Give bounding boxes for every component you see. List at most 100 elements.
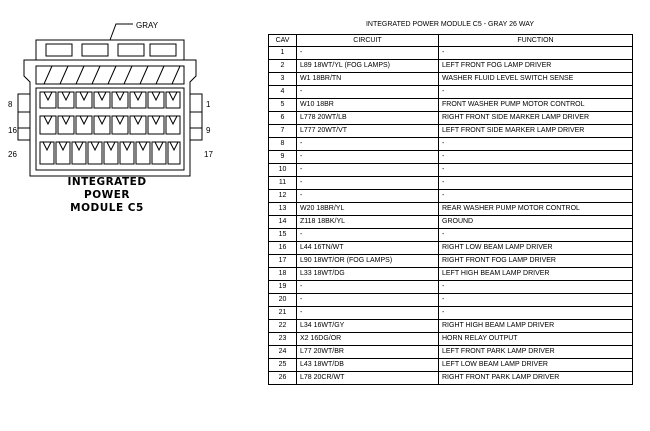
cell-cav: 2 [268, 59, 297, 73]
table-row: 11-- [268, 176, 633, 190]
table-row: 19-- [268, 280, 633, 294]
cell-function: - [438, 85, 633, 99]
cell-circuit: X2 16DG/OR [296, 332, 439, 346]
cell-circuit: - [296, 293, 439, 307]
table-row: 4-- [268, 85, 633, 99]
pin-label-9: 9 [206, 126, 211, 135]
cell-cav: 6 [268, 111, 297, 125]
cell-circuit: - [296, 150, 439, 164]
cavity-block [35, 87, 185, 171]
table-row: 15-- [268, 228, 633, 242]
cell-function: - [438, 228, 633, 242]
table-row: 21-- [268, 306, 633, 320]
cell-function: LEFT HIGH BEAM LAMP DRIVER [438, 267, 633, 281]
cell-circuit: L77 20WT/BR [296, 345, 439, 359]
cell-function: LEFT FRONT FOG LAMP DRIVER [438, 59, 633, 73]
cell-function: RIGHT LOW BEAM LAMP DRIVER [438, 241, 633, 255]
cell-circuit: - [296, 280, 439, 294]
cell-circuit: L44 16TN/WT [296, 241, 439, 255]
cell-cav: 5 [268, 98, 297, 112]
cell-cav: 17 [268, 254, 297, 268]
cell-cav: 12 [268, 189, 297, 203]
cell-function: HORN RELAY OUTPUT [438, 332, 633, 346]
cell-cav: 4 [268, 85, 297, 99]
cell-circuit: - [296, 163, 439, 177]
cell-function: - [438, 280, 633, 294]
cell-circuit: Z118 18BK/YL [296, 215, 439, 229]
cell-function: FRONT WASHER PUMP MOTOR CONTROL [438, 98, 633, 112]
pin-label-16: 16 [8, 126, 17, 135]
cell-cav: 7 [268, 124, 297, 138]
cell-circuit: - [296, 46, 439, 60]
cell-function: - [438, 137, 633, 151]
cell-function: LEFT LOW BEAM LAMP DRIVER [438, 358, 633, 372]
cell-circuit: L78 20CR/WT [296, 371, 439, 385]
caption-line-2: POWER [84, 189, 130, 201]
gray-leader-line [109, 23, 133, 41]
cell-function: - [438, 150, 633, 164]
caption-line-1: INTEGRATED [67, 176, 147, 188]
cell-circuit: - [296, 85, 439, 99]
pin-label-17: 17 [204, 150, 213, 159]
cell-cav: 26 [268, 371, 297, 385]
cell-function: - [438, 46, 633, 60]
cell-circuit: - [296, 176, 439, 190]
connector-diagram [17, 23, 203, 177]
cell-circuit: L43 18WT/DB [296, 358, 439, 372]
cell-cav: 22 [268, 319, 297, 333]
cell-function: GROUND [438, 215, 633, 229]
table-row: 8-- [268, 137, 633, 151]
cell-function: RIGHT FRONT FOG LAMP DRIVER [438, 254, 633, 268]
cell-cav: 25 [268, 358, 297, 372]
cell-cav: 8 [268, 137, 297, 151]
table-row: 10-- [268, 163, 633, 177]
cell-function: - [438, 189, 633, 203]
cell-cav: 21 [268, 306, 297, 320]
cell-function: - [438, 306, 633, 320]
connector-latch [35, 39, 185, 61]
cell-circuit: - [296, 137, 439, 151]
header-circuit: CIRCUIT [296, 34, 439, 47]
cavity-row-2 [39, 115, 181, 135]
cell-function: REAR WASHER PUMP MOTOR CONTROL [438, 202, 633, 216]
cell-circuit: L33 18WT/DG [296, 267, 439, 281]
table-title: INTEGRATED POWER MODULE C5 - GRAY 26 WAY [365, 21, 535, 28]
header-function: FUNCTION [438, 34, 633, 47]
connector-color-label: GRAY [136, 21, 159, 30]
cell-cav: 16 [268, 241, 297, 255]
cell-cav: 1 [268, 46, 297, 60]
table-row: 20-- [268, 293, 633, 307]
cell-function: RIGHT FRONT PARK LAMP DRIVER [438, 371, 633, 385]
cell-cav: 3 [268, 72, 297, 86]
cell-function: RIGHT FRONT SIDE MARKER LAMP DRIVER [438, 111, 633, 125]
cell-circuit: - [296, 228, 439, 242]
cell-circuit: L34 16WT/GY [296, 319, 439, 333]
cell-cav: 13 [268, 202, 297, 216]
table-row: 12-- [268, 189, 633, 203]
cell-function: LEFT FRONT SIDE MARKER LAMP DRIVER [438, 124, 633, 138]
pin-label-1: 1 [206, 100, 211, 109]
cell-circuit: W20 18BR/YL [296, 202, 439, 216]
cavity-row-3 [39, 141, 181, 165]
cell-cav: 9 [268, 150, 297, 164]
cell-circuit: L778 20WT/LB [296, 111, 439, 125]
cell-cav: 23 [268, 332, 297, 346]
cell-cav: 11 [268, 176, 297, 190]
table-row: 1-- [268, 46, 633, 60]
cell-cav: 19 [268, 280, 297, 294]
cell-cav: 24 [268, 345, 297, 359]
connector-caption: INTEGRATED POWER MODULE C5 [52, 176, 162, 215]
cell-function: LEFT FRONT PARK LAMP DRIVER [438, 345, 633, 359]
cell-cav: 18 [268, 267, 297, 281]
cell-circuit: - [296, 189, 439, 203]
cell-function: - [438, 293, 633, 307]
pin-label-8: 8 [8, 100, 13, 109]
